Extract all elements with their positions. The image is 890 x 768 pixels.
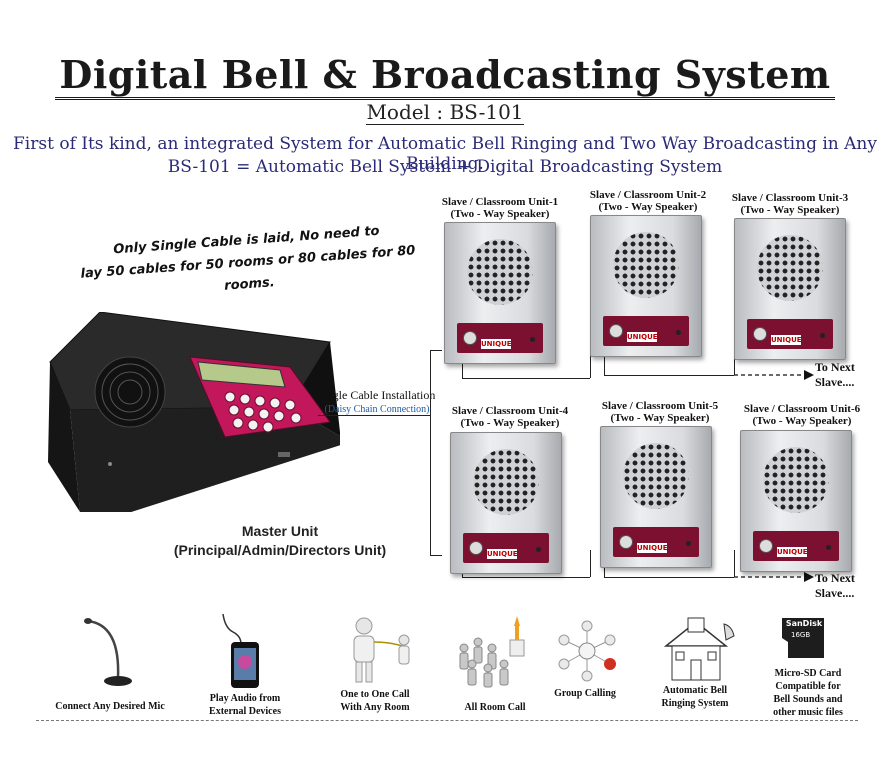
volume-knob-icon [463, 331, 477, 345]
connection-label: Single Cable Installation [316, 388, 436, 402]
model-label: Model : BS-101 [366, 100, 524, 125]
tagline-1: First of Its kind, an integrated System … [13, 134, 877, 174]
led-icon [530, 337, 535, 342]
control-panel [189, 356, 331, 438]
master-unit-label: Master Unit (Principal/Admin/Directors U… [150, 522, 410, 560]
phone-aux-icon [222, 613, 259, 688]
speaker-grille-icon [623, 443, 689, 509]
speaker-panel: UNIQUE [613, 527, 699, 557]
cable-u2-down [604, 345, 605, 375]
speaker-logo: UNIQUE [777, 547, 808, 557]
microphone-icon [84, 618, 132, 686]
cable-u6-up [734, 550, 735, 577]
master-label-title: Master Unit [241, 523, 319, 539]
speaker-logo: UNIQUE [771, 335, 802, 345]
cable-u3-up [734, 345, 735, 375]
master-unit-image [48, 312, 340, 512]
feature-label-mic: Connect Any Desired Mic [55, 701, 165, 712]
sd-card-brand: SanDisk [785, 619, 823, 628]
slave-unit-2: UNIQUE [590, 215, 702, 357]
cable-u1-u2 [462, 378, 590, 379]
speaker-grille-icon [613, 232, 679, 298]
group-network-icon [558, 620, 616, 682]
led-icon [826, 545, 831, 550]
master-label-subtitle: (Principal/Admin/Directors Unit) [173, 542, 387, 558]
slave-unit-3: UNIQUE [734, 218, 846, 360]
speaker-panel: UNIQUE [457, 323, 543, 353]
speaker-panel: UNIQUE [603, 316, 689, 346]
slave-unit-4: UNIQUE [450, 432, 562, 574]
slave-unit-1: UNIQUE [444, 222, 556, 364]
volume-knob-icon [609, 324, 623, 338]
slave-label-4: Slave / Classroom Unit-4(Two - Way Speak… [451, 405, 569, 429]
cable-u5-u6 [604, 577, 734, 578]
volume-knob-icon [753, 327, 767, 341]
led-icon [686, 541, 691, 546]
person-call-icon [353, 617, 410, 683]
crowd-icon [459, 616, 525, 688]
cable-u5-up [590, 550, 591, 577]
sd-card-size: 16GB [791, 631, 811, 639]
speaker-panel: UNIQUE [753, 531, 839, 561]
led-icon [820, 333, 825, 338]
cable-u2-u3 [604, 375, 734, 376]
cable-line [318, 415, 430, 416]
cable-u2-up [590, 345, 591, 378]
speaker-panel: UNIQUE [463, 533, 549, 563]
slave-label-5: Slave / Classroom Unit-5(Two - Way Speak… [601, 400, 719, 424]
volume-knob-icon [469, 541, 483, 555]
cable-to-unit-4 [430, 555, 442, 556]
fan-icon [94, 356, 166, 428]
volume-knob-icon [759, 539, 773, 553]
connection-sublabel: (Daisy Chain Connection) [324, 404, 430, 415]
next-slave-arrow-bottom [734, 572, 814, 582]
footer-divider [36, 720, 858, 721]
slave-unit-6: UNIQUE [740, 430, 852, 572]
slave-label-1: Slave / Classroom Unit-1(Two - Way Speak… [441, 196, 559, 220]
led-icon [676, 330, 681, 335]
next-slave-arrow-top [734, 370, 814, 380]
slave-label-2: Slave / Classroom Unit-2(Two - Way Speak… [589, 189, 707, 213]
slave-label-3: Slave / Classroom Unit-3(Two - Way Speak… [731, 192, 849, 216]
slave-label-6: Slave / Classroom Unit-6(Two - Way Speak… [743, 403, 861, 427]
speaker-logo: UNIQUE [481, 339, 512, 349]
cable-u4-u5 [462, 577, 590, 578]
cable-note: Only Single Cable is laid, No need to la… [56, 217, 440, 309]
speaker-panel: UNIQUE [747, 319, 833, 349]
volume-knob-icon [619, 535, 633, 549]
tagline-2: BS-101 = Automatic Bell System + Digital… [167, 157, 723, 177]
cable-u1-down [462, 350, 463, 378]
sd-card-icon [782, 618, 824, 658]
speaker-grille-icon [763, 447, 829, 513]
page-title: Digital Bell & Broadcasting System [0, 52, 890, 100]
feature-label-all-room: All Room Call [464, 702, 526, 713]
speaker-grille-icon [757, 235, 823, 301]
speaker-logo: UNIQUE [637, 543, 668, 553]
slave-unit-5: UNIQUE [600, 426, 712, 568]
speaker-logo: UNIQUE [487, 549, 518, 559]
cable-trunk [430, 350, 431, 555]
speaker-logo: UNIQUE [627, 332, 658, 342]
school-bell-icon [663, 617, 735, 681]
led-icon [536, 547, 541, 552]
feature-label-group: Group Calling [554, 688, 616, 699]
speaker-grille-icon [467, 239, 533, 305]
cable-to-unit-1 [430, 350, 442, 351]
speaker-grille-icon [473, 449, 539, 515]
